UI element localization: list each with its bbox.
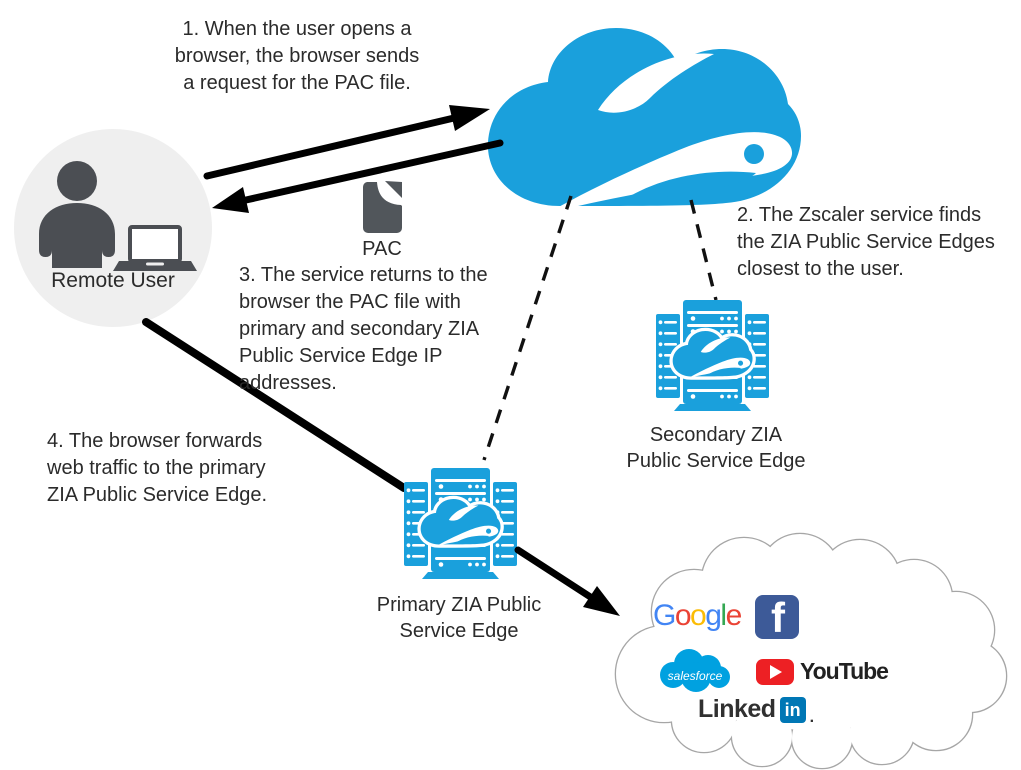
primary-edge-label: Primary ZIA Public Service Edge <box>376 594 542 642</box>
secondary-service-edge-icon <box>656 300 769 411</box>
zscaler-cloud-icon <box>488 28 801 213</box>
pac-response-arrow <box>212 139 504 213</box>
primary-to-apps-arrow <box>514 546 620 616</box>
pac-file-icon <box>362 181 402 233</box>
step-3-text: 3. The service returns to the browser th… <box>239 264 488 394</box>
cloud-to-primary-dashed-line <box>482 195 573 461</box>
linkedin-logo: Linked in . <box>698 695 815 726</box>
pac-request-arrow <box>203 105 490 180</box>
google-logo: Google <box>653 599 742 632</box>
cloud-to-secondary-dashed-line <box>689 199 718 301</box>
remote-user-icon <box>14 129 212 327</box>
laptop-icon <box>113 225 197 271</box>
linkedin-in-tile: in <box>779 697 806 723</box>
apps-cloud <box>614 532 1008 770</box>
salesforce-logo: salesforce <box>656 646 736 699</box>
user-to-primary-line <box>142 318 408 492</box>
secondary-edge-label: Secondary ZIA Public Service Edge <box>626 424 806 472</box>
pac-label: PAC <box>362 238 402 260</box>
person-icon <box>39 161 115 268</box>
primary-service-edge-icon <box>404 468 517 579</box>
youtube-play-icon <box>756 659 794 685</box>
remote-user-label: Remote User <box>51 269 175 292</box>
facebook-icon: f <box>755 595 799 640</box>
svg-text:salesforce: salesforce <box>668 669 723 683</box>
step-2-text: 2. The Zscaler service finds the ZIA Pub… <box>737 204 995 280</box>
youtube-logo-text: YouTube <box>800 658 889 684</box>
step-1-text: 1. When the user opens a browser, the br… <box>174 18 420 94</box>
step-4-text: 4. The browser forwards web traffic to t… <box>47 430 268 506</box>
